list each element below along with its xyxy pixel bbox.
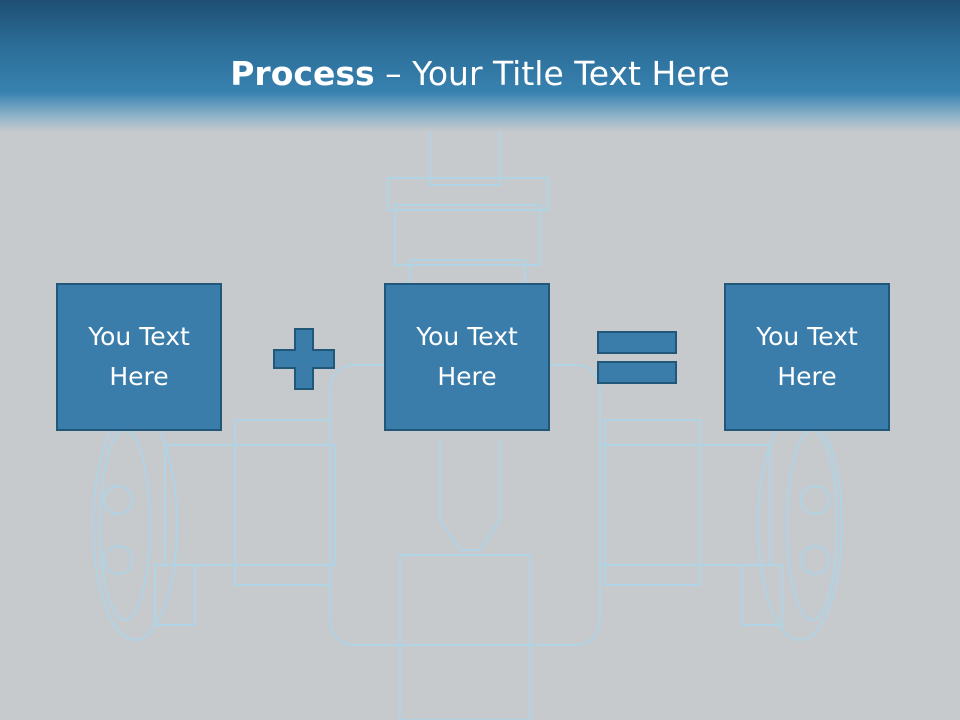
plus-icon (273, 328, 335, 390)
slide-title: Process – Your Title Text Here (0, 52, 960, 96)
process-box-1-text: You Text Here (88, 322, 190, 391)
equals-icon (597, 331, 677, 384)
process-box-2: You Text Here (384, 283, 550, 431)
process-box-1: You Text Here (56, 283, 222, 431)
title-rest-part: – Your Title Text Here (374, 54, 730, 93)
process-box-3: You Text Here (724, 283, 890, 431)
process-box-2-text: You Text Here (416, 322, 518, 391)
process-box-3-text: You Text Here (756, 322, 858, 391)
title-banner (0, 0, 960, 132)
title-bold-part: Process (230, 54, 375, 93)
